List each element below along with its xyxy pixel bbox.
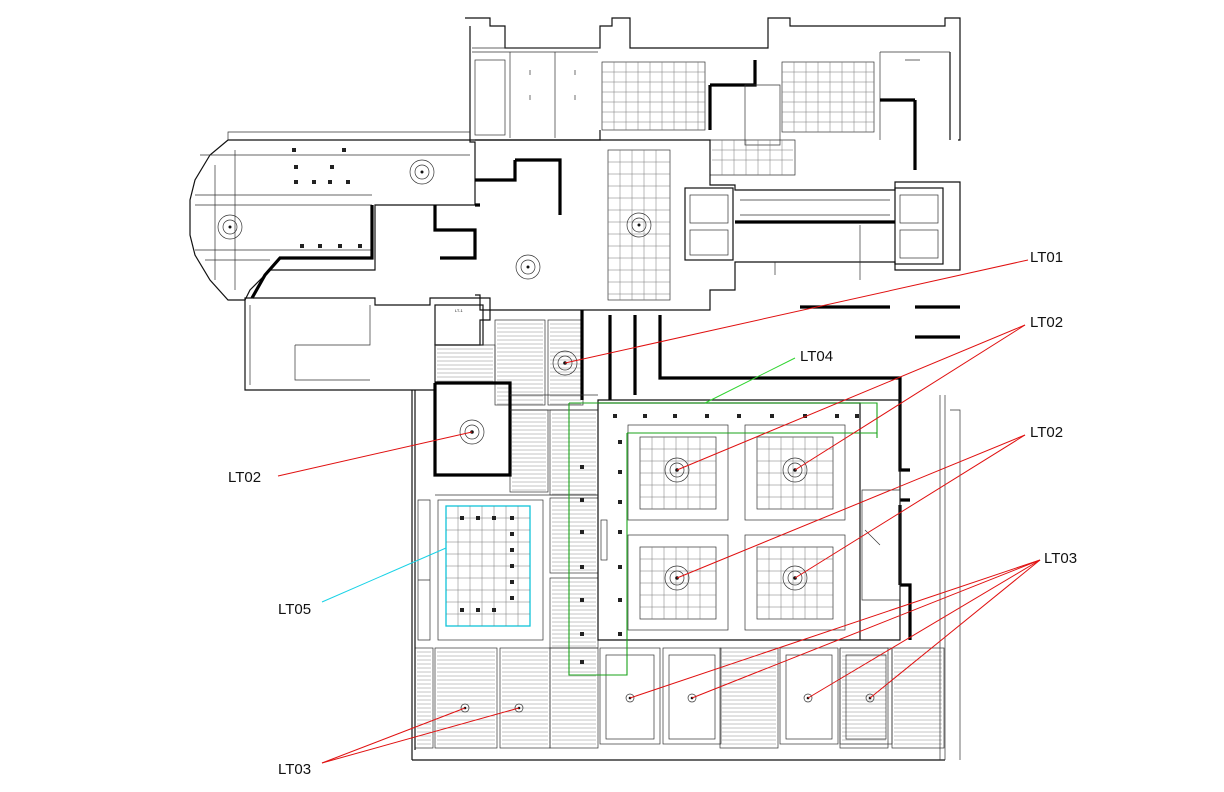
callout-lt05: LT05 (278, 601, 312, 618)
north-tile-grid-left (601, 61, 706, 131)
lt04-zone (568, 402, 878, 676)
slat-hatch (437, 651, 495, 745)
coffer-grids (627, 424, 846, 631)
callout-lt01: LT01 (1030, 249, 1064, 266)
booth-panels (599, 647, 893, 745)
slat-hatch (437, 348, 493, 382)
slat-hatch (502, 651, 548, 745)
slat-hatch (552, 581, 596, 647)
room-tag: LT-1 (455, 308, 463, 313)
perimeter-spots (580, 414, 859, 664)
central-hall (433, 139, 961, 339)
west-wing (189, 131, 476, 301)
leader-lines (277, 259, 1041, 764)
callout-lt04: LT04 (800, 348, 834, 365)
slat-hatch (894, 651, 942, 745)
southwest-block: LT-1 (244, 297, 491, 391)
slat-hatch (842, 651, 886, 745)
north-tile-grid-right (781, 61, 875, 133)
callout-lt02-left: LT02 (228, 469, 262, 486)
central-tile-grid (607, 149, 671, 301)
north-wing (465, 17, 961, 176)
slat-hatch (417, 651, 431, 745)
callout-lt03-right: LT03 (1044, 550, 1078, 567)
downlights (460, 693, 875, 713)
slat-hatch (552, 501, 596, 571)
main-hall (411, 310, 961, 761)
callout-lt02-top: LT02 (1030, 314, 1064, 331)
callout-lt03-bottom: LT03 (278, 761, 312, 778)
slat-hatch (512, 413, 546, 491)
slat-hatch (722, 651, 776, 745)
slat-hatch (497, 323, 543, 405)
lt05-zone (417, 499, 544, 641)
slat-hatch (550, 323, 581, 405)
slat-hatch (552, 651, 596, 745)
slat-hatch (552, 413, 596, 495)
callout-lt02-middle: LT02 (1030, 424, 1064, 441)
